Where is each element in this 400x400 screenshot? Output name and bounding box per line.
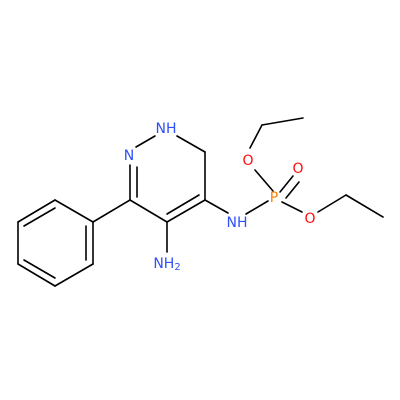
bond: [261, 117, 304, 126]
bond: [176, 135, 206, 153]
phenyl-ring: [17, 199, 94, 287]
pyridazine-ring: [129, 135, 206, 223]
atom-nh-ring: NH: [156, 121, 177, 137]
bond: [317, 194, 347, 213]
bond: [17, 263, 56, 287]
atom-nh2-subscript: 2: [174, 262, 180, 273]
bond: [92, 199, 131, 223]
bond: [129, 199, 168, 223]
bond: [166, 199, 206, 223]
atom-n-ring: N: [124, 148, 134, 164]
bond: [166, 194, 200, 215]
bond: [54, 263, 94, 287]
bond: [254, 169, 274, 192]
atom-oxygen-double: O: [292, 161, 303, 177]
bond: [249, 124, 263, 149]
bond: [345, 194, 384, 218]
atom-nh-amide: NH: [227, 215, 248, 231]
bond: [17, 199, 56, 223]
bond: [204, 199, 229, 214]
atom-nh2-text: NH: [153, 256, 174, 272]
bond: [135, 135, 156, 148]
bond: [279, 175, 294, 193]
atom-nh2: NH2: [153, 256, 180, 273]
bond: [54, 199, 94, 223]
bond: [23, 207, 56, 227]
bond: [285, 181, 300, 199]
bond: [23, 259, 56, 279]
atom-oxygen-upper: O: [242, 153, 253, 169]
atom-oxygen-right: O: [304, 211, 315, 227]
bond: [281, 201, 303, 213]
atom-phosphorus: P: [270, 190, 278, 206]
bond: [245, 200, 269, 215]
